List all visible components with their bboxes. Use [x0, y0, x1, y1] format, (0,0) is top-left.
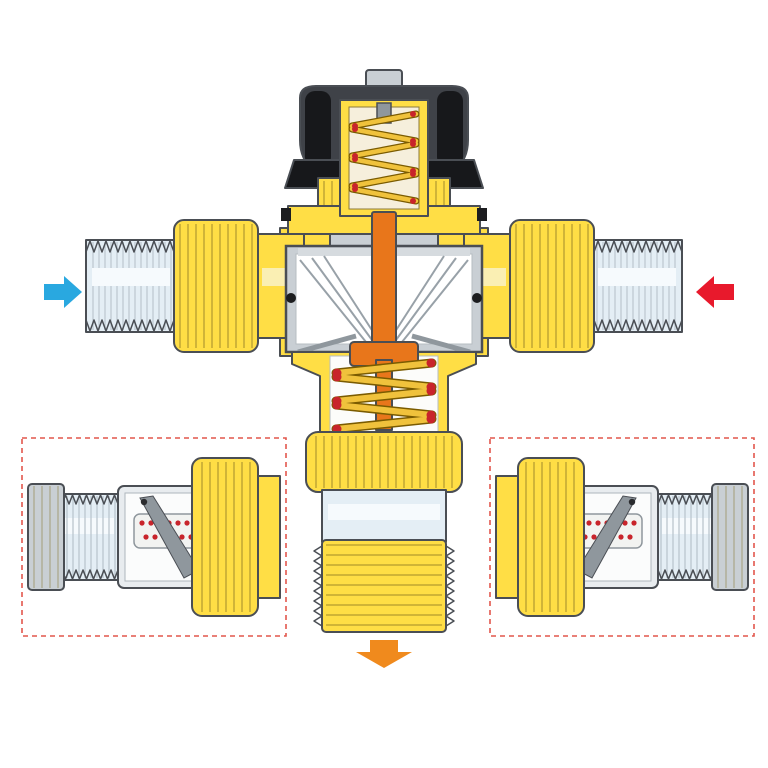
chamber-seal-left — [286, 293, 296, 303]
shuttle-slots — [299, 255, 469, 343]
return-spring — [331, 358, 437, 434]
cold-inlet-pipework — [85, 219, 305, 353]
bonnet-seal-left — [281, 208, 291, 221]
knob-grip-left — [305, 91, 331, 167]
chamber-seal-right — [472, 293, 482, 303]
cold-water-inlet-arrow — [44, 276, 82, 308]
piston-stem — [371, 211, 397, 347]
check-valve-detail-left — [27, 457, 281, 617]
inset-border-right — [489, 437, 755, 637]
hot-water-inlet-arrow — [696, 276, 734, 308]
inset-border-left — [21, 437, 287, 637]
bonnet-seal-right — [477, 208, 487, 221]
mixed-water-outlet-arrow — [356, 640, 412, 668]
upper-spring-housing — [339, 99, 429, 217]
hot-inlet-pipework — [463, 219, 683, 353]
upper-spring — [348, 110, 420, 205]
flow-arrows — [44, 276, 734, 668]
knob-grip-right — [437, 91, 463, 167]
check-valve-detail-right — [495, 457, 749, 617]
outlet-assembly — [305, 431, 463, 633]
